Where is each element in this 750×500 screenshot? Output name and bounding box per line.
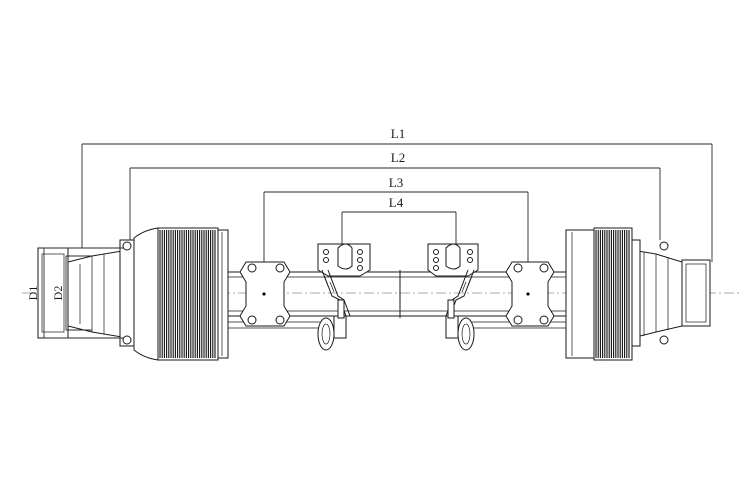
dimension-l3: L3 <box>263 175 529 262</box>
left-brake-drum <box>133 227 229 361</box>
dimension-l4: L4 <box>341 195 457 244</box>
dimension-label-d1: D1 <box>26 286 40 301</box>
right-slack-adjuster <box>445 299 475 351</box>
dimension-label-l1: L1 <box>391 126 405 141</box>
dimension-label-l2: L2 <box>391 150 405 165</box>
right-brake-bracket <box>427 243 479 317</box>
left-slack-adjuster <box>317 299 347 351</box>
dimension-l2: L2 <box>129 150 661 240</box>
right-brake-drum <box>565 227 633 361</box>
left-spring-seat <box>239 261 291 327</box>
dimension-l1: L1 <box>81 126 713 262</box>
dimension-label-d2: D2 <box>51 286 65 301</box>
dimension-label-l3: L3 <box>389 175 403 190</box>
dimension-d1: D1 <box>26 247 124 339</box>
dimension-d2: D2 <box>51 255 92 331</box>
right-spring-seat <box>505 261 555 327</box>
right-hub-cap <box>625 239 711 347</box>
dimension-label-l4: L4 <box>389 195 404 210</box>
